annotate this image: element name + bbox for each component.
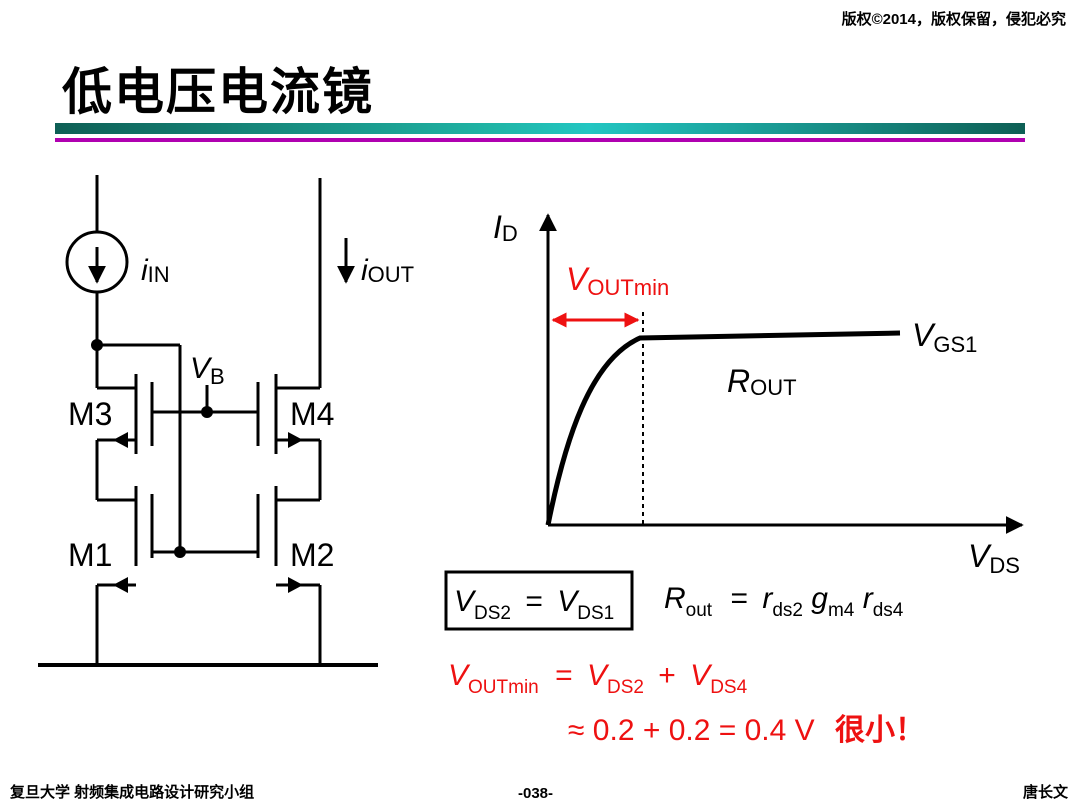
rout-equation: Rout = rds2 gm4 rds4: [664, 582, 904, 623]
voutmin-equation: VOUTmin = VDS2 + VDS4: [448, 659, 748, 700]
vds-equality-equation: VDS2 = VDS1: [454, 585, 614, 626]
iin-label: iIN: [141, 254, 170, 287]
output-curve: [545, 330, 901, 526]
id-vds-graph: [539, 213, 1024, 534]
footer-page-number: -038-: [518, 785, 554, 802]
current-mirror-circuit: [38, 175, 378, 667]
transistor-source-arrows: [113, 432, 303, 593]
rout-graph-label: ROUT: [727, 363, 797, 400]
m1-label: M1: [68, 537, 112, 573]
vgs1-label: VGS1: [912, 317, 977, 357]
vb-label: VB: [190, 352, 225, 389]
iout-label: iOUT: [361, 254, 414, 287]
slide-title: 低电压电流镜: [62, 62, 374, 121]
y-axis-label: ID: [493, 209, 518, 246]
title-divider-teal: [55, 123, 1025, 134]
copyright-notice: 版权©2014，版权保留，侵犯必究: [841, 11, 1066, 28]
footer-institution: 复旦大学 射频集成电路设计研究小组: [10, 784, 255, 801]
footer-author: 唐长文: [1022, 784, 1068, 801]
voutmin-value: ≈ 0.2 + 0.2 = 0.4 V 很小！: [568, 713, 925, 748]
circuit-junction-dots: [91, 339, 213, 558]
m4-label: M4: [290, 396, 334, 432]
condition-box: [444, 570, 634, 631]
title-divider-magenta: [55, 138, 1025, 142]
m3-label: M3: [68, 396, 112, 432]
m2-label: M2: [290, 537, 334, 573]
x-axis-label: VDS: [968, 538, 1020, 578]
voutmin-label: VOUTmin: [566, 261, 669, 300]
